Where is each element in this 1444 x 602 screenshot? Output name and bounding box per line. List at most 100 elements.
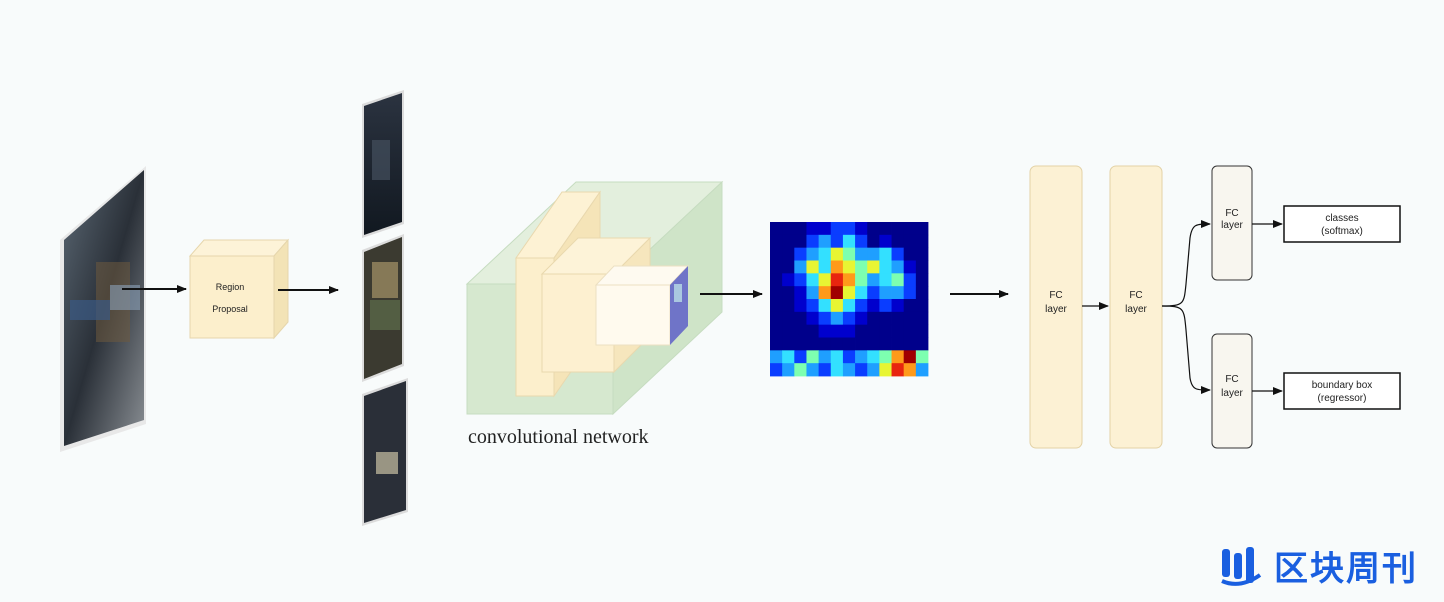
heatmap-cell <box>915 273 929 287</box>
heatmap-cell <box>818 324 832 338</box>
heatmap-cell <box>867 337 880 351</box>
heatmap-cell <box>770 247 783 261</box>
heatmap-cell <box>842 234 856 249</box>
heatmap-cell <box>830 299 844 313</box>
heatmap-cell <box>879 260 892 274</box>
heatmap-cell <box>818 350 832 364</box>
heatmap-cell <box>867 363 880 377</box>
bbox-line1: boundary box <box>1312 380 1373 391</box>
heatmap-cell <box>818 311 832 326</box>
conv-network-label: convolutional network <box>468 426 649 448</box>
heatmap-cell <box>891 324 905 338</box>
heatmap-cell <box>842 299 856 313</box>
watermark-logo-icon <box>1221 546 1262 586</box>
bbox-output: boundary box (regressor) <box>1283 372 1401 410</box>
bbox-line2: (regressor) <box>1318 393 1367 404</box>
heatmap-cell <box>806 337 820 351</box>
heatmap-cell <box>903 260 917 274</box>
heatmap-cell <box>794 234 807 249</box>
heatmap-cell <box>891 350 905 364</box>
heatmap-cell <box>855 247 868 261</box>
heatmap-cell <box>806 234 820 249</box>
heatmap-cell <box>891 222 905 236</box>
heatmap-cell <box>867 350 880 364</box>
heatmap-cell <box>915 260 929 274</box>
heatmap-cell <box>770 286 783 300</box>
input-image <box>60 166 146 452</box>
heatmap-cell <box>915 234 929 249</box>
heatmap-cell <box>782 273 795 287</box>
heatmap-cell <box>770 363 783 377</box>
heatmap-cell <box>782 350 795 364</box>
heatmap-cell <box>818 247 832 261</box>
heatmap-cell <box>806 299 820 313</box>
heatmap-cell <box>915 222 929 236</box>
heatmap-cell <box>794 247 807 261</box>
heatmap-cell <box>915 350 929 364</box>
heatmap-cell <box>818 286 832 300</box>
heatmap-cell <box>903 286 917 300</box>
heatmap-cell <box>806 247 820 261</box>
heatmap-cell <box>903 273 917 287</box>
heatmap-cell <box>915 299 929 313</box>
heatmap-cell <box>806 273 820 287</box>
heatmap-cell <box>879 222 892 236</box>
heatmap-cell <box>794 299 807 313</box>
region-label-line1: Region <box>216 282 245 292</box>
heatmap-cell <box>818 260 832 274</box>
region-crops <box>362 90 408 526</box>
classes-line1: classes <box>1325 213 1358 224</box>
heatmap-cell <box>903 222 917 236</box>
heatmap-cell <box>842 286 856 300</box>
heatmap-cell <box>879 286 892 300</box>
heatmap-cell <box>915 337 929 351</box>
heatmap-cell <box>903 234 917 249</box>
heatmap-cell <box>867 260 880 274</box>
heatmap-cell <box>855 299 868 313</box>
feature-map-heatmap <box>770 222 929 377</box>
heatmap-cell <box>891 247 905 261</box>
heatmap-cell <box>915 363 929 377</box>
region-proposal-box: Region Proposal <box>188 238 290 340</box>
heatmap-cell <box>879 311 892 326</box>
heatmap-cell <box>867 247 880 261</box>
heatmap-cell <box>782 324 795 338</box>
heatmap-cell <box>806 324 820 338</box>
heatmap-cell <box>903 247 917 261</box>
heatmap-cell <box>782 260 795 274</box>
heatmap-cell <box>842 222 856 236</box>
heatmap-cell <box>782 286 795 300</box>
heatmap-cell <box>770 234 783 249</box>
heatmap-cell <box>794 311 807 326</box>
heatmap-cell <box>782 234 795 249</box>
heatmap-cell <box>818 337 832 351</box>
heatmap-cell <box>830 324 844 338</box>
heatmap-cell <box>794 363 807 377</box>
heatmap-cell <box>867 299 880 313</box>
heatmap-cell <box>891 363 905 377</box>
heatmap-cell <box>867 311 880 326</box>
heatmap-cell <box>818 299 832 313</box>
fc2-line1: FC <box>1129 290 1142 301</box>
heatmap-cell <box>891 337 905 351</box>
heatmap-cell <box>830 350 844 364</box>
heatmap-cell <box>770 299 783 313</box>
conv-network <box>465 180 724 416</box>
heatmap-cell <box>891 273 905 287</box>
fc-layer-2: FC layer <box>1109 165 1163 449</box>
heatmap-cell <box>794 273 807 287</box>
heatmap-cell <box>879 324 892 338</box>
fc-layer-3: FC layer <box>1211 165 1253 281</box>
heatmap-cell <box>879 234 892 249</box>
heatmap-cell <box>903 299 917 313</box>
heatmap-cell <box>770 222 783 236</box>
heatmap-cell <box>842 273 856 287</box>
heatmap-cell <box>818 234 832 249</box>
heatmap-cell <box>915 324 929 338</box>
heatmap-cell <box>842 260 856 274</box>
heatmap-cell <box>867 286 880 300</box>
classes-line2: (softmax) <box>1321 226 1363 237</box>
heatmap-cell <box>770 337 783 351</box>
heatmap-cell <box>855 273 868 287</box>
heatmap-cell <box>891 286 905 300</box>
